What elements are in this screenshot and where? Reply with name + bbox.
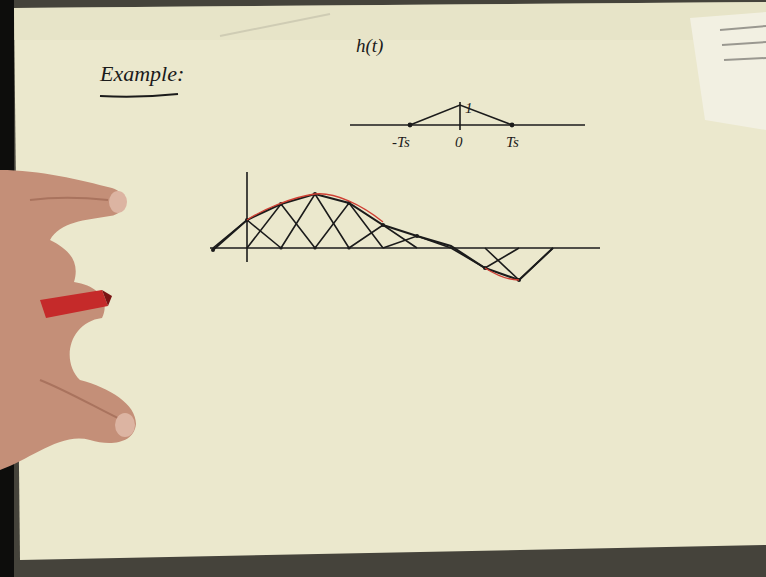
heading: Example: (100, 62, 184, 86)
paper-line (724, 58, 766, 60)
hand (0, 170, 136, 470)
interpolation-sketch (210, 172, 600, 280)
axis-tick-label: Ts (506, 134, 519, 151)
paper-line (722, 42, 766, 45)
axis-tick-label: -Ts (392, 134, 410, 151)
paper-crease (220, 14, 330, 36)
paper-sheet (14, 2, 766, 560)
red-pen (40, 290, 112, 318)
second-paper (690, 12, 766, 130)
paper-shade (14, 2, 766, 40)
peak-value: 1 (465, 100, 473, 117)
sample-dots (211, 192, 521, 282)
function-label: h(t) (356, 36, 383, 57)
heading-underline (100, 94, 178, 97)
red-curve (247, 194, 519, 280)
axis-tick-label: 0 (455, 134, 463, 151)
paper-line (720, 26, 766, 30)
